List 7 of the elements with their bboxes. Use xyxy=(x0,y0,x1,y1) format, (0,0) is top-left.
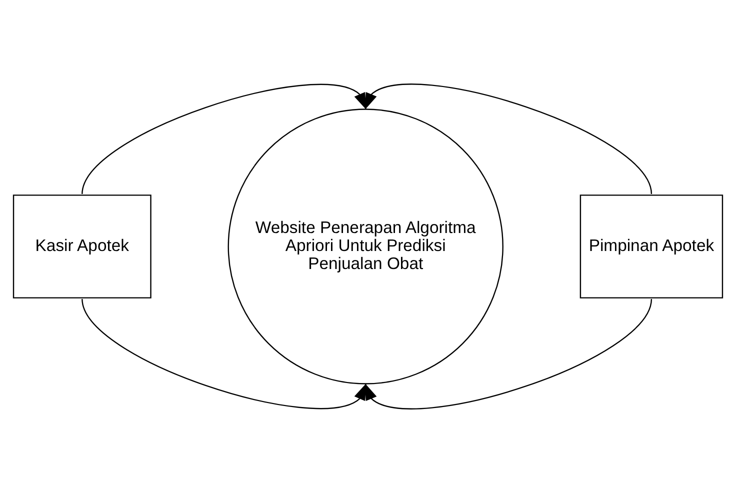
node-circle: Website Penerapan Algoritma Apriori Untuk Prediksi Penjualan Obat xyxy=(228,108,504,384)
node-box: Kasir Apotek xyxy=(12,194,152,298)
arrow xyxy=(82,84,366,194)
arrow xyxy=(82,298,366,410)
node-box: Pimpinan Apotek xyxy=(580,194,724,298)
arrow xyxy=(364,84,652,194)
arrow xyxy=(364,298,652,410)
